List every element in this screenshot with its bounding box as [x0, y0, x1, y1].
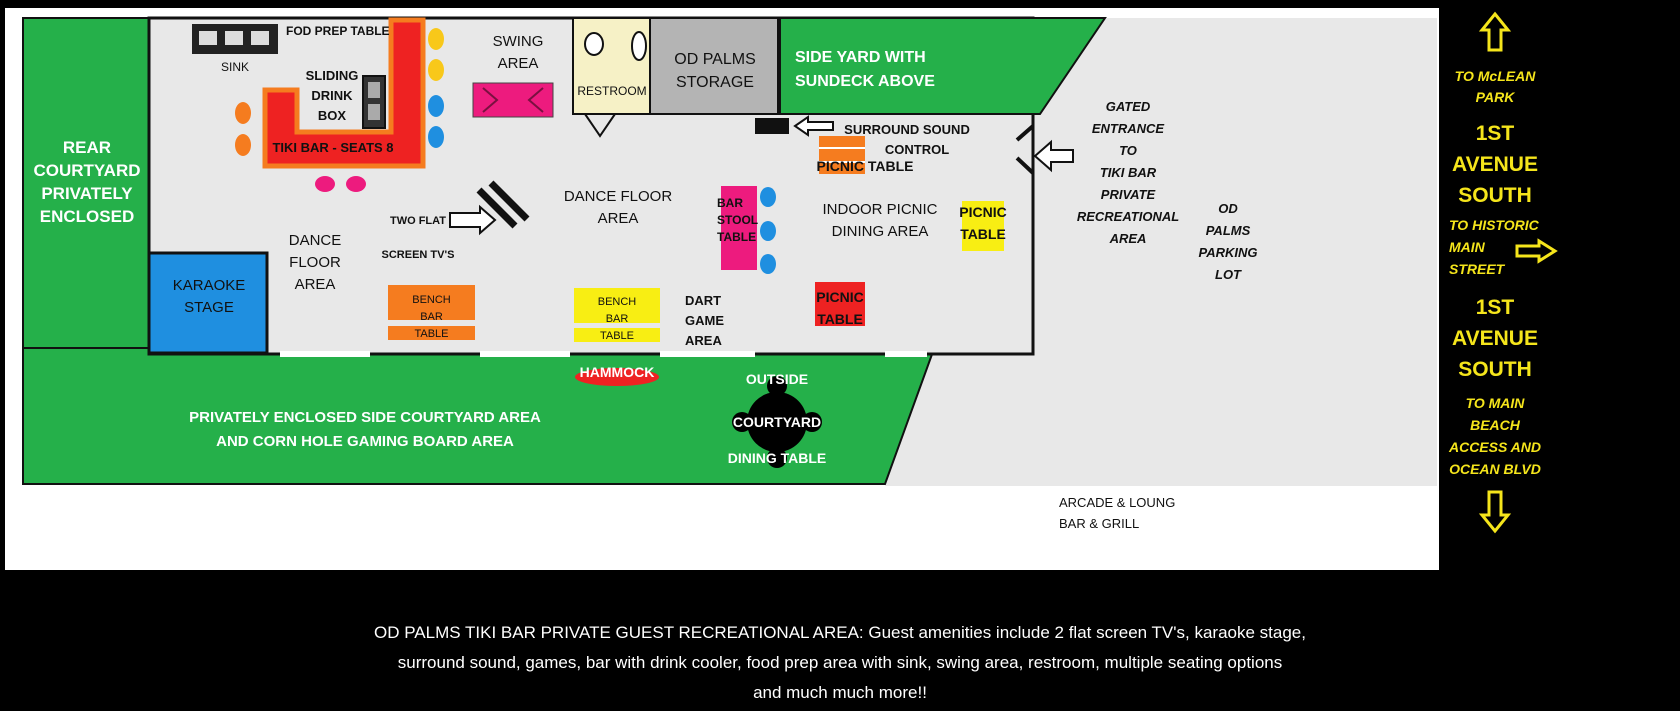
sink-basin-icon: [631, 31, 647, 61]
image-caption: OD PALMS TIKI BAR PRIVATE GUEST RECREATI…: [0, 618, 1680, 708]
arrow-up-icon: [1478, 11, 1512, 52]
tiki-bar-label: TIKI BAR - SEATS 8: [272, 140, 394, 155]
tiki-bar-counter: [262, 17, 426, 169]
picnic-table-top-label: PICNIC TABLE: [816, 158, 914, 174]
swing-seat: [472, 82, 554, 118]
restroom-label: RESTROOM: [577, 84, 647, 98]
parking-lot-area: [885, 18, 1437, 486]
bar-stool-table: [721, 186, 757, 270]
caption-line-1: OD PALMS TIKI BAR PRIVATE GUEST RECREATI…: [374, 623, 1306, 642]
arrow-down-icon: [1478, 490, 1512, 534]
hammock: [575, 368, 659, 386]
hammock-label: HAMMOCK: [579, 364, 655, 380]
outside-courtyard-label: OUTSIDE COURTYARD DINING TABLE: [727, 371, 827, 466]
bench-bar-table-yellow: [574, 288, 660, 323]
toilet-icon: [584, 32, 604, 56]
picnic-table-orange: [819, 136, 865, 174]
side-yard-area: [779, 17, 1107, 115]
caption-line-3: and much much more!!: [753, 683, 927, 702]
floor-plan-drawing: [22, 8, 1666, 570]
caption-line-2: surround sound, games, bar with drink co…: [397, 653, 1283, 672]
sink-label: SINK: [220, 60, 249, 74]
karaoke-stage: [147, 251, 269, 355]
courtyard-dining-table: [732, 376, 822, 468]
street-column: [1439, 8, 1666, 570]
wall-openings: [280, 351, 927, 357]
bar-stools-blue: [760, 187, 776, 274]
picnic-table-yellow: [962, 201, 1004, 251]
storage-room: [649, 17, 779, 115]
bench-bar-table-orange: [388, 285, 475, 320]
control-arrow: [793, 115, 834, 137]
entrance-arrow: [1033, 139, 1074, 173]
food-prep-table-label: FOD PREP TABLE: [286, 24, 390, 38]
rear-courtyard-area: [22, 17, 150, 349]
gate-marks: [1015, 124, 1035, 175]
restroom-door: [584, 113, 616, 138]
picnic-table-red: [815, 282, 865, 326]
tv-arrow: [449, 204, 497, 236]
arrow-right-icon: [1515, 238, 1558, 264]
surround-sound-control: [755, 118, 789, 134]
flat-screen-tvs: [476, 180, 530, 229]
tiki-bar-stools: [235, 28, 444, 192]
